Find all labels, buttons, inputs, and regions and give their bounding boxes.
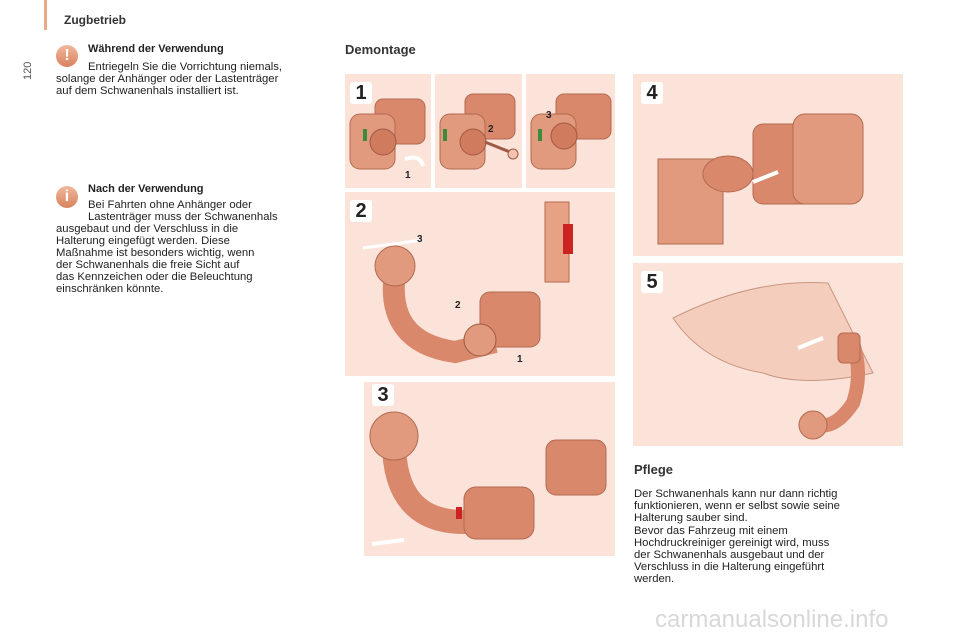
- step-number: 4: [641, 82, 663, 104]
- text-line: Halterung eingefügt werden. Diese: [56, 235, 230, 247]
- warning-note-text: Entriegeln Sie die Vorrichtung niemals, …: [56, 61, 326, 97]
- pflege-paragraph-2: Bevor das Fahrzeug mit einem Hochdruckre…: [634, 525, 904, 585]
- hitch-lock-illustration: 1: [349, 98, 426, 181]
- hitch-key-illustration: 2: [439, 93, 519, 170]
- step-2-illustration: 3 2 1 2: [345, 192, 615, 376]
- warning-note-title: Während der Verwendung: [88, 43, 224, 55]
- text-line: Bevor das Fahrzeug mit einem: [634, 525, 788, 537]
- step-1c-illustration: 3: [526, 74, 615, 188]
- text-line: ausgebaut und der Verschluss in die: [56, 223, 239, 235]
- text-line: Maßnahme ist besonders wichtig, wenn: [56, 247, 255, 259]
- callout-number: 2: [488, 124, 494, 135]
- text-line: Der Schwanenhals kann nur dann richtig: [634, 488, 838, 500]
- text-line: werden.: [634, 573, 675, 585]
- text-line: Hochdruckreiniger gereinigt wird, muss: [634, 537, 830, 549]
- text-line: einschränken könnte.: [56, 283, 164, 295]
- step-1a-illustration: 1 1: [345, 74, 431, 188]
- step-number: 3: [372, 384, 394, 406]
- cover-insertion-illustration: [657, 113, 864, 245]
- callout-number: 3: [417, 234, 423, 245]
- hitch-extraction-illustration: [369, 411, 607, 546]
- callout-number: 3: [546, 110, 552, 121]
- pflege-heading: Pflege: [634, 462, 674, 477]
- step-4-illustration: 4: [633, 74, 903, 256]
- info-note-title: Nach der Verwendung: [88, 183, 204, 195]
- text-line: der Schwanenhals ausgebaut und der: [634, 549, 825, 561]
- section-title: Zugbetrieb: [64, 13, 126, 27]
- storage-bag-illustration: [672, 281, 874, 440]
- step-number: 2: [350, 200, 372, 222]
- text-line: Lastenträger muss der Schwanenhals: [88, 211, 278, 223]
- text-line: das Kennzeichen oder die Beleuchtung: [56, 271, 253, 283]
- step-number: 5: [641, 271, 663, 293]
- step-number: 1: [350, 82, 372, 104]
- info-note-text: Bei Fahrten ohne Anhänger oder Lastenträ…: [56, 199, 326, 295]
- text-line: auf dem Schwanenhals installiert ist.: [56, 85, 239, 97]
- step-3-illustration: 3: [364, 382, 615, 556]
- hitch-unlock-illustration: 3: [530, 93, 612, 170]
- sidebar-accent-bar: [44, 0, 47, 30]
- warning-note: ! Während der Verwendung Entriegeln Sie …: [56, 43, 326, 97]
- page-number: 120: [22, 61, 34, 80]
- text-line: der Schwanenhals die freie Sicht auf: [56, 259, 240, 271]
- demontage-heading: Demontage: [345, 42, 416, 57]
- text-line: Halterung sauber sind.: [634, 512, 748, 524]
- step-5-illustration: 5: [633, 263, 903, 446]
- text-line: Entriegeln Sie die Vorrichtung niemals,: [88, 61, 283, 73]
- text-line: Bei Fahrten ohne Anhänger oder: [88, 199, 252, 211]
- callout-number: 1: [517, 354, 523, 365]
- hitch-removal-illustration: 3 2 1: [362, 201, 573, 365]
- watermark: carmanualsonline.info: [655, 606, 889, 633]
- text-line: Verschluss in die Halterung eingeführt: [634, 561, 825, 573]
- text-line: funktionieren, wenn er selbst sowie sein…: [634, 500, 840, 512]
- text-line: solange der Anhänger oder der Lastenträg…: [56, 73, 279, 85]
- info-note: i Nach der Verwendung Bei Fahrten ohne A…: [56, 183, 326, 295]
- pflege-paragraph-1: Der Schwanenhals kann nur dann richtig f…: [634, 488, 904, 524]
- exclamation-icon: !: [56, 45, 78, 67]
- info-icon: i: [56, 186, 78, 208]
- callout-number: 2: [455, 300, 461, 311]
- step-1b-illustration: 2: [435, 74, 522, 188]
- callout-number: 1: [405, 170, 411, 181]
